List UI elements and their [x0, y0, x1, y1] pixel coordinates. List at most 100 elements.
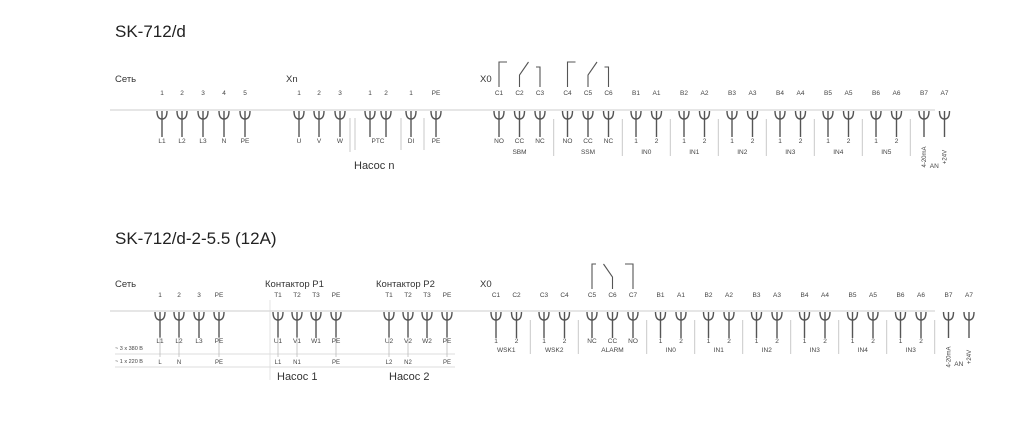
- d2-x0-group-4-terminal-0: [702, 311, 715, 338]
- d1-xn-terminal-6: [430, 110, 442, 137]
- d1-x0-group-7-terminal-1: [890, 110, 903, 137]
- d1-x0-an-vertical-label-1: +24V: [943, 150, 949, 164]
- d1-x0-group-name-8: AN: [930, 163, 939, 170]
- d1-x0-group-1-terminal-bottom-label-2: NC: [604, 138, 614, 145]
- d2-x0-group-2-terminal-bottom-label-1: CC: [608, 338, 618, 345]
- diagram-2-pump2-label: Насос 2: [389, 371, 430, 383]
- d2-x0-group-6-terminal-top-label-0: B4: [801, 292, 809, 299]
- d2-supply-row-value-3: PE: [215, 360, 223, 366]
- d1-xn-terminal-2: [334, 110, 346, 137]
- d1-x0-group-1-terminal-top-label-1: C5: [584, 90, 593, 97]
- d1-x0-group-5-terminal-bottom-label-0: 1: [778, 138, 782, 145]
- d1-x0-group-1-terminal-2: [602, 110, 615, 137]
- d2-x0-group-7-terminal-bottom-label-1: 2: [871, 338, 875, 345]
- d2-network-terminal-top-label-2: 3: [197, 292, 201, 299]
- d2-x0-group-4-terminal-top-label-0: B2: [705, 292, 713, 299]
- d1-x0-group-0-terminal-top-label-2: C3: [536, 90, 545, 97]
- d2-network-terminal-top-label-1: 2: [177, 292, 181, 299]
- d2-x0-group-5-terminal-bottom-label-0: 1: [755, 338, 759, 345]
- d2-x0-group-8-terminal-0: [894, 311, 907, 338]
- d2-x0-group-name-8: IN3: [906, 347, 917, 354]
- d1-xn-terminal-top-label-0: 1: [297, 90, 301, 97]
- d1-x0-group-3-terminal-top-label-0: B2: [680, 90, 688, 97]
- d2-contactor1-terminal-3: [330, 311, 342, 338]
- d2-x0-group-4-terminal-bottom-label-0: 1: [707, 338, 711, 345]
- d2-x0-group-1-terminal-top-label-0: C3: [540, 292, 549, 299]
- d1-x0-group-name-0: SBM: [512, 149, 526, 156]
- d2-x0-group-name-4: IN1: [714, 347, 725, 354]
- d1-x0-group-3-terminal-top-label-1: A2: [701, 90, 709, 97]
- d2-x0-group-4-terminal-bottom-label-1: 2: [727, 338, 731, 345]
- d2-x0-group-1-terminal-bottom-label-1: 2: [563, 338, 567, 345]
- d1-x0-group-0-terminal-top-label-1: C2: [515, 90, 524, 97]
- d1-xn-terminal-3: [364, 110, 376, 137]
- d1-xn-terminal-top-label-5: 1: [409, 90, 413, 97]
- d2-x0-group-8-terminal-top-label-1: A6: [917, 292, 925, 299]
- diagram-1-network-label: Сеть: [115, 74, 137, 85]
- diagram-1-title: SK-712/d: [115, 22, 186, 41]
- d1-network-terminal-3: [218, 110, 230, 137]
- d2-x0-group-9-terminal-top-label-1: A7: [965, 292, 973, 299]
- d1-x0-group-6-terminal-top-label-1: A5: [845, 90, 853, 97]
- d1-x0-group-5-terminal-bottom-label-1: 2: [799, 138, 803, 145]
- d1-network-terminal-top-label-3: 4: [222, 90, 226, 97]
- d2-supply-row-label-1: ~ 1 x 220 В: [115, 359, 143, 365]
- d2-contactor2-terminal-top-label-0: T1: [385, 292, 393, 299]
- d1-x0-group-4-terminal-top-label-0: B3: [728, 90, 736, 97]
- d1-x0-group-7-terminal-bottom-label-1: 2: [895, 138, 899, 145]
- d2-x0-group-3-terminal-top-label-0: B1: [657, 292, 665, 299]
- d1-x0-group-6-terminal-1: [842, 110, 855, 137]
- d2-contactor1-out-3: PE: [332, 360, 340, 366]
- d1-x0-group-4-terminal-bottom-label-0: 1: [730, 138, 734, 145]
- d1-xn-terminal-top-label-2: 3: [338, 90, 342, 97]
- d2-x0-group-3-terminal-bottom-label-0: 1: [659, 338, 663, 345]
- d1-x0-group-1-terminal-0: [561, 110, 574, 137]
- d1-network-terminal-4: [239, 110, 251, 137]
- d2-x0-group-8-terminal-top-label-0: B6: [897, 292, 905, 299]
- d1-x0-group-1-terminal-top-label-0: C4: [563, 90, 572, 97]
- d1-x0-group-4-terminal-0: [726, 110, 738, 137]
- d1-xn-terminal-top-label-6: PE: [432, 90, 441, 97]
- d1-x0-group-0-terminal-top-label-0: C1: [495, 90, 504, 97]
- d2-x0-group-8-terminal-1: [915, 311, 927, 338]
- d2-x0-group-name-5: IN2: [762, 347, 773, 354]
- d2-x0-group-0-terminal-bottom-label-1: 2: [515, 338, 519, 345]
- d2-x0-group-6-terminal-0: [798, 311, 811, 338]
- d1-x0-group-2-terminal-top-label-0: B1: [632, 90, 640, 97]
- d1-x0-group-7-terminal-top-label-1: A6: [893, 90, 901, 97]
- d1-x0-group-5-terminal-1: [794, 110, 807, 137]
- d2-x0-group-name-0: WSK1: [497, 347, 516, 354]
- d2-x0-group-2-terminal-top-label-1: C6: [608, 292, 617, 299]
- d2-contactor2-terminal-1: [402, 311, 414, 338]
- d2-contactor2-out-0: L2: [386, 360, 393, 366]
- d2-contactor2-terminal-bottom-label-2: W2: [422, 338, 432, 345]
- d1-x0-group-4-terminal-top-label-1: A3: [749, 90, 757, 97]
- d1-x0-group-7-terminal-0: [870, 110, 882, 137]
- d2-x0-group-0-terminal-top-label-0: C1: [492, 292, 501, 299]
- d2-contactor2-terminal-3: [441, 311, 453, 338]
- d2-network-terminal-1: [173, 311, 185, 338]
- d1-x0-group-5-terminal-top-label-0: B4: [776, 90, 784, 97]
- d2-x0-group-name-3: IN0: [666, 347, 677, 354]
- d2-x0-group-8-terminal-bottom-label-1: 2: [919, 338, 923, 345]
- d2-x0-group-7-terminal-bottom-label-0: 1: [851, 338, 855, 345]
- d1-xn-terminal-top-label-3: 1: [368, 90, 372, 97]
- d2-x0-group-0-terminal-top-label-1: C2: [512, 292, 521, 299]
- d2-network-terminal-top-label-3: PE: [215, 292, 224, 299]
- d1-network-terminal-2: [197, 110, 209, 137]
- d2-contactor1-terminal-bottom-label-2: W1: [311, 338, 321, 345]
- d1-xn-terminal-5: [405, 110, 417, 137]
- d2-x0-group-1-terminal-1: [558, 311, 571, 338]
- d1-x0-group-0-terminal-0: [493, 110, 505, 137]
- d1-x0-group-name-4: IN2: [737, 149, 748, 156]
- d1-network-terminal-bottom-label-2: L3: [199, 138, 207, 145]
- d2-x0-group-5-terminal-1: [771, 311, 783, 338]
- d1-network-terminal-bottom-label-4: PE: [241, 138, 250, 145]
- d1-x0-group-4-terminal-bottom-label-1: 2: [751, 138, 755, 145]
- d1-x0-an-vertical-label-0: 4-20mA: [922, 146, 928, 167]
- d2-contactor1-terminal-top-label-0: T1: [274, 292, 282, 299]
- d2-x0-group-0-terminal-1: [510, 311, 523, 338]
- d1-xn-terminal-1: [313, 110, 325, 137]
- d2-x0-group-2-terminal-bottom-label-0: NC: [587, 338, 597, 345]
- d2-contactor1-terminal-2: [310, 311, 322, 338]
